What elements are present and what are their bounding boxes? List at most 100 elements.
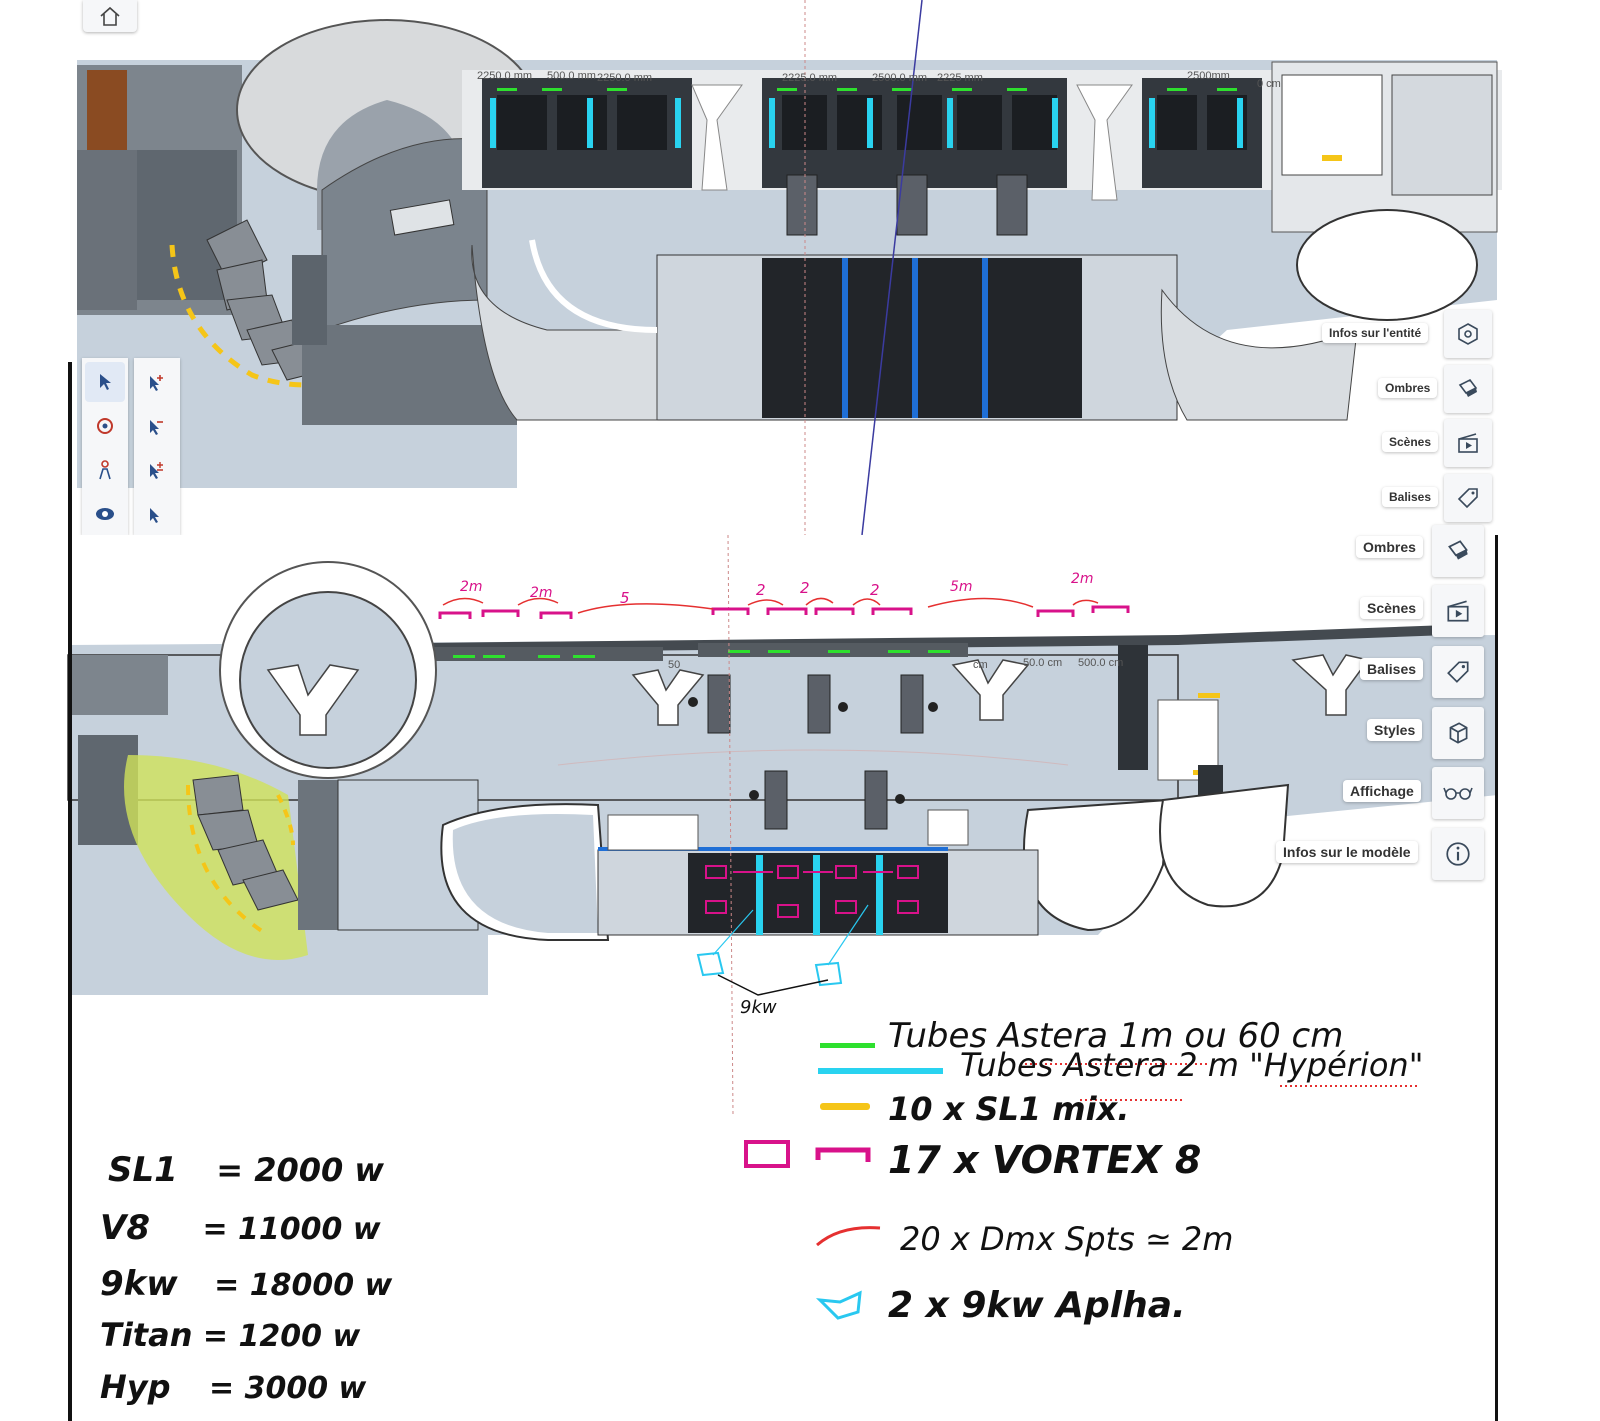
span-label: 2m [530,585,553,601]
power-row: 9kw = 18000 w [100,1264,392,1304]
panel-label-tags-2[interactable]: Balises [1360,658,1424,680]
shadows-icon [1448,540,1468,560]
frame-right-edge [1495,535,1498,1421]
dimension-label: 2250.0 mm [477,70,533,82]
power-value: = 1200 w [202,1319,361,1354]
power-name: 9kw [100,1264,178,1304]
y-columns [266,654,1370,736]
power-name: Titan [100,1316,193,1354]
select-tool[interactable] [85,362,125,402]
frame-left-edge [68,362,72,1421]
select-add-tool[interactable] [137,362,177,402]
power-name: SL1 [108,1150,178,1190]
tags-icon [1457,488,1478,509]
display-icon [1443,787,1473,800]
note-9kw: 9kw [740,997,777,1018]
power-row: Titan = 1200 w [100,1316,360,1354]
dimension-label: 2225.0 mm [782,72,838,84]
dimension-label: 2250.0 mm [597,72,653,84]
legend-item-astera-hyperion: Tubes Astera 2 m "Hypérion" [960,1046,1424,1084]
power-value: = 11000 w [202,1212,381,1247]
power-name: Hyp [100,1368,171,1406]
span-label: 5 [620,589,630,607]
panel-label-model-info[interactable]: Infos sur le modèle [1276,841,1418,863]
legend-item-vortex8: 17 x VORTEX 8 [888,1138,1202,1182]
scenes-icon [1458,433,1478,453]
legend-item-astera-tubes: Tubes Astera 1m ou 60 cm [888,1016,1344,1056]
dimension-label: 500.0 cm [1078,657,1124,669]
tags-icon [1447,661,1469,683]
back-rack-1 [482,78,692,188]
legend-item-dmx-spots: 20 x Dmx Spts ≃ 2m [900,1220,1234,1258]
shadows-button[interactable] [1444,365,1492,413]
panel-label-scenes-2[interactable]: Scènes [1360,597,1424,619]
top-model-render [77,0,1502,536]
dimension-label: cm [973,659,988,671]
span-label: 2 [756,581,766,599]
top-viewport[interactable]: 2250.0 mm 500.0 mm 2250.0 mm 2225.0 mm 2… [77,0,1502,536]
walk-icon [99,460,111,480]
tool-column-right [134,358,180,535]
scenes-button[interactable] [1444,419,1492,467]
span-label: 2m [1071,571,1094,587]
entity-info-icon [1458,323,1478,345]
model-info-icon [1446,842,1470,866]
shadows-icon [1458,378,1478,397]
legend-item-9kw-alpha: 2 x 9kw Aplha. [888,1285,1186,1326]
panel-label-shadows[interactable]: Ombres [1378,378,1438,398]
panel-label-display[interactable]: Affichage [1343,780,1421,802]
tags-button-2[interactable] [1432,646,1484,698]
tags-button[interactable] [1444,474,1492,522]
dimension-label: 50.0 cm [1023,657,1063,669]
legend-swatches [744,1043,1420,1320]
dimension-label: 2500.0 mm [872,72,928,84]
panel-label-styles[interactable]: Styles [1367,719,1423,741]
styles-button[interactable] [1432,707,1484,759]
shadows-button-2[interactable] [1432,525,1484,577]
span-label: 2 [870,581,880,599]
front-rack-top [762,258,1082,418]
span-label: 2 [800,579,810,597]
dimension-label: 0 cm [1257,78,1281,90]
panel-label-tags[interactable]: Balises [1382,487,1439,507]
look-around-tool[interactable] [85,494,125,534]
back-rack-2 [762,78,1067,188]
power-value: = 3000 w [209,1371,367,1406]
power-value: = 2000 w [216,1151,384,1189]
span-label: 5m [950,579,973,595]
select-icon [100,374,111,390]
power-name: V8 [100,1208,150,1248]
select-add-icon [150,375,163,391]
home-button[interactable] [83,0,137,32]
entity-info-button[interactable] [1444,310,1492,358]
select-toggle-tool[interactable] [137,450,177,490]
look-around-icon [96,508,114,520]
panel-label-scenes[interactable]: Scènes [1382,432,1439,452]
select-more-icon [150,508,159,523]
panel-label-shadows-2[interactable]: Ombres [1356,536,1423,558]
power-row: Hyp = 3000 w [100,1368,366,1406]
panel-label-entity-info[interactable]: Infos sur l'entité [1322,323,1429,343]
walk-tool[interactable] [85,450,125,490]
dimension-label: 2225 mm [937,72,983,84]
styles-icon [1449,722,1468,744]
dimension-label: 500.0 mm [547,70,596,82]
tool-column-left [82,358,128,535]
bottom-viewport[interactable]: 2m 2m 5 2 2 2 5m 2m 50 cm 50.0 cm 500.0 … [67,534,1500,1116]
legend: Tubes Astera 1m ou 60 cm Tubes Astera 2 … [740,1000,1500,1340]
select-remove-tool[interactable] [137,406,177,446]
power-list: SL1 = 2000 w V8 = 11000 w 9kw = 18000 w … [100,1150,500,1421]
orbit-tool[interactable] [85,406,125,446]
dimension-label: 2500mm [1187,70,1230,82]
select-remove-icon [150,420,163,435]
spiral-stair [206,219,328,381]
model-info-button[interactable] [1432,828,1484,880]
power-row: V8 = 11000 w [100,1208,381,1248]
scenes-icon [1447,600,1469,622]
back-rack-3 [1142,78,1262,188]
select-more-tool[interactable] [137,494,177,534]
orbit-icon [97,418,113,434]
vortex-markers [186,597,1130,996]
display-button[interactable] [1432,767,1484,819]
scenes-button-2[interactable] [1432,585,1484,637]
